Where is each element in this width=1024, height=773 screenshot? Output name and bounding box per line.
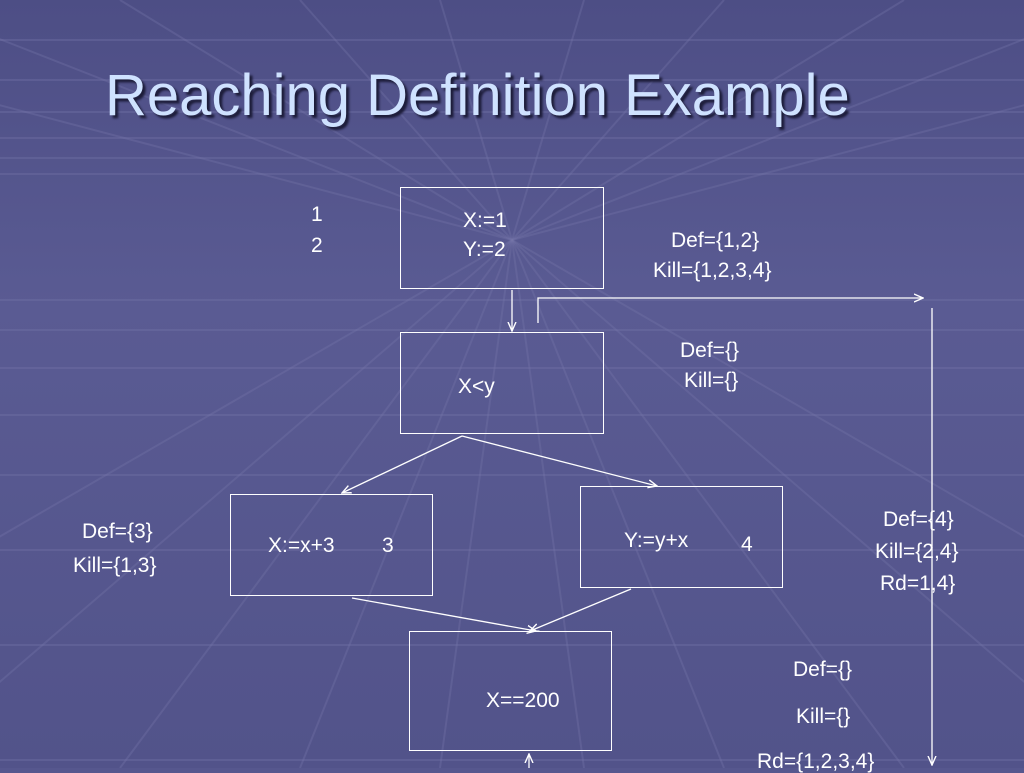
block-2-stmt: X<y: [458, 375, 495, 398]
block-3: X:=x+3 3: [230, 494, 433, 596]
block-4: Y:=y+x 4: [580, 486, 783, 588]
line-number-2: 2: [311, 234, 323, 257]
block-3-stmt: X:=x+3: [268, 534, 335, 557]
b5-def-label: Def={}: [793, 658, 852, 681]
b2-kill-label: Kill={}: [684, 369, 739, 392]
block-1-stmt-1: X:=1: [463, 209, 507, 232]
slide-title: Reaching Definition Example: [105, 63, 850, 128]
edge-b3-b5: [351, 597, 536, 631]
block-3-number: 3: [382, 534, 394, 557]
edge-loop-back-to-b2: [537, 298, 923, 323]
edge-b2-b4: [461, 435, 657, 486]
block-4-stmt: Y:=y+x: [624, 529, 689, 552]
block-1-stmt-2: Y:=2: [463, 238, 506, 261]
b5-rd-label: Rd={1,2,3,4}: [757, 750, 875, 773]
b1-def-label: Def={1,2}: [671, 229, 760, 252]
b2-def-label: Def={}: [680, 339, 739, 362]
edge-b4-b5: [530, 588, 632, 631]
b5-kill-label: Kill={}: [796, 705, 851, 728]
block-1: X:=1 Y:=2: [400, 187, 604, 289]
block-5-stmt: X==200: [486, 689, 560, 712]
b4-kill-label: Kill={2,4}: [875, 540, 959, 563]
b1-kill-label: Kill={1,2,3,4}: [653, 259, 772, 282]
b3-def-label: Def={3}: [82, 520, 153, 543]
edge-b2-b3: [342, 435, 463, 493]
block-2: X<y: [400, 332, 604, 434]
b3-kill-label: Kill={1,3}: [73, 554, 157, 577]
block-5: X==200: [409, 631, 612, 751]
b4-rd-label: Rd=1,4}: [880, 572, 956, 595]
block-4-number: 4: [741, 533, 753, 556]
b4-def-label: Def={4}: [883, 508, 954, 531]
line-number-1: 1: [311, 203, 323, 226]
